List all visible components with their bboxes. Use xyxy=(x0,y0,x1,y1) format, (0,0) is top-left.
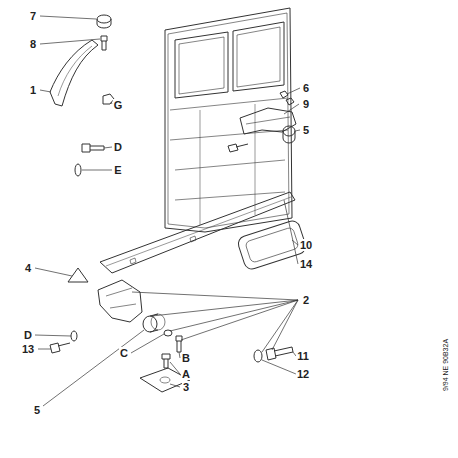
bracket xyxy=(68,268,88,282)
callout-number: B xyxy=(181,352,191,364)
callout-number: 6 xyxy=(302,82,310,94)
callout-number: 2 xyxy=(302,294,310,306)
callout-number: 14 xyxy=(299,258,313,270)
callout-number: 13 xyxy=(21,343,35,355)
bolt xyxy=(82,144,104,152)
washer xyxy=(71,331,77,341)
callout-number: D xyxy=(113,141,123,153)
roller xyxy=(143,316,157,332)
callout-number: 7 xyxy=(29,10,37,22)
nut xyxy=(280,91,294,105)
cylinder xyxy=(283,126,295,136)
callout-number: 9 xyxy=(302,98,310,110)
callout-number: 3 xyxy=(182,381,190,393)
washer xyxy=(75,164,81,176)
door-window xyxy=(175,32,228,98)
bolt xyxy=(266,347,293,360)
callout-number: C xyxy=(119,347,129,359)
rail xyxy=(100,192,295,273)
door-window xyxy=(233,22,284,91)
callout-number: 11 xyxy=(296,350,310,362)
callout-number: 4 xyxy=(24,262,32,274)
washer xyxy=(254,350,262,362)
callout-number: D xyxy=(23,329,33,341)
leader-lines xyxy=(35,16,300,406)
callout-number: 1 xyxy=(29,84,37,96)
callout-number: E xyxy=(113,164,122,176)
callout-number: 5 xyxy=(33,404,41,416)
roller-arm xyxy=(98,280,142,322)
trim-piece xyxy=(50,40,98,106)
screw xyxy=(162,354,170,368)
callout-number: 12 xyxy=(296,368,310,380)
frame xyxy=(236,219,307,271)
drawing-reference: 9/94 NE 90B32A xyxy=(440,338,452,392)
callout-number: 5 xyxy=(302,124,310,136)
screw xyxy=(176,336,182,352)
plate xyxy=(140,368,190,392)
bolt xyxy=(50,343,70,353)
callout-number: 10 xyxy=(299,239,313,251)
callout-number: A xyxy=(181,368,191,380)
screw xyxy=(228,144,248,152)
callout-number: G xyxy=(113,99,124,111)
cap xyxy=(97,15,111,23)
callout-number: 8 xyxy=(29,38,37,50)
screw xyxy=(101,36,107,50)
